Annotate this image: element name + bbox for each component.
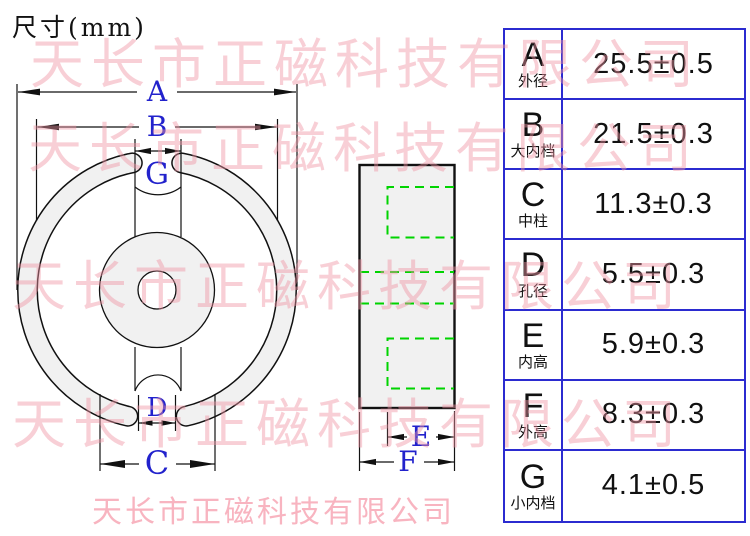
dim-value-F: 8.3±0.3	[563, 381, 744, 451]
dim-chinese-label: 外径	[517, 73, 548, 91]
table-key-B: B 大内档	[505, 100, 563, 171]
hidden-line-top-recess	[386, 186, 454, 239]
table-key-G: G 小内档	[505, 450, 563, 521]
arrowhead	[438, 458, 455, 466]
ring-right-fill	[172, 153, 296, 426]
bottom-notch-arc	[134, 374, 182, 392]
front-view-core	[17, 139, 297, 427]
table-key-D: D 孔径	[505, 240, 563, 311]
dim-chinese-label: 孔径	[517, 283, 548, 301]
dim-letter: A	[521, 36, 545, 75]
arrowhead	[135, 147, 151, 155]
table-key-E: E 内高	[505, 310, 563, 381]
dim-label-D: D	[147, 393, 168, 423]
dim-chinese-label: 大内档	[510, 143, 556, 161]
table-key-C: C 中柱	[505, 170, 563, 241]
dim-label-C: C	[145, 444, 169, 482]
dimensions-table: A 外径 25.5±0.5 B 大内档 21.5±0.3 C 中柱 11.3±0…	[503, 28, 746, 523]
dim-value-A: 25.5±0.5	[563, 30, 744, 101]
dim-letter: F	[522, 386, 544, 425]
arrowhead	[274, 88, 296, 96]
table-key-F: F 外高	[505, 380, 563, 451]
page-title: 尺寸(mm)	[12, 13, 147, 42]
dim-chinese-label: 外高	[517, 423, 548, 441]
dim-label-F: F	[398, 445, 417, 478]
side-view-dimensions: E F	[358, 411, 456, 478]
side-view-core	[358, 163, 456, 410]
arrowhead	[100, 460, 125, 468]
arrowhead	[18, 88, 40, 96]
ring-left-fill	[18, 153, 142, 426]
dim-chinese-label: 小内档	[510, 494, 556, 512]
front-view-dimensions: A B G D	[16, 75, 298, 482]
center-hole	[137, 270, 177, 310]
dim-value-B: 21.5±0.3	[563, 100, 744, 171]
dim-letter: B	[521, 106, 545, 145]
arrowhead	[359, 458, 376, 466]
dim-chinese-label: 内高	[517, 353, 548, 371]
top-notch-arc	[134, 186, 182, 196]
dim-letter: G	[519, 457, 547, 496]
dim-label-B: B	[147, 110, 168, 143]
dim-label-E: E	[411, 420, 431, 453]
dim-letter: D	[520, 246, 546, 285]
arrowhead	[37, 123, 59, 131]
dim-value-G: 4.1±0.5	[601, 469, 706, 502]
arrowhead	[438, 433, 455, 441]
dim-value-C: 11.3±0.3	[563, 170, 744, 241]
table-key-A: A 外径	[505, 30, 563, 101]
arrowhead	[190, 460, 215, 468]
dim-label-G: G	[145, 157, 169, 192]
dim-value-D: 5.5±0.3	[563, 240, 744, 311]
dim-label-A: A	[146, 75, 168, 108]
arrowhead	[138, 420, 153, 426]
arrowhead	[161, 420, 176, 426]
dim-letter: E	[521, 316, 545, 355]
side-view-body	[358, 163, 456, 410]
arrowhead	[387, 433, 404, 441]
arrowhead	[165, 147, 181, 155]
dim-chinese-label: 中柱	[517, 213, 548, 231]
arrowhead	[255, 123, 277, 131]
dim-value-E: 5.9±0.3	[563, 311, 744, 381]
dim-letter: C	[520, 176, 546, 215]
hidden-line-bottom-recess	[386, 337, 454, 390]
